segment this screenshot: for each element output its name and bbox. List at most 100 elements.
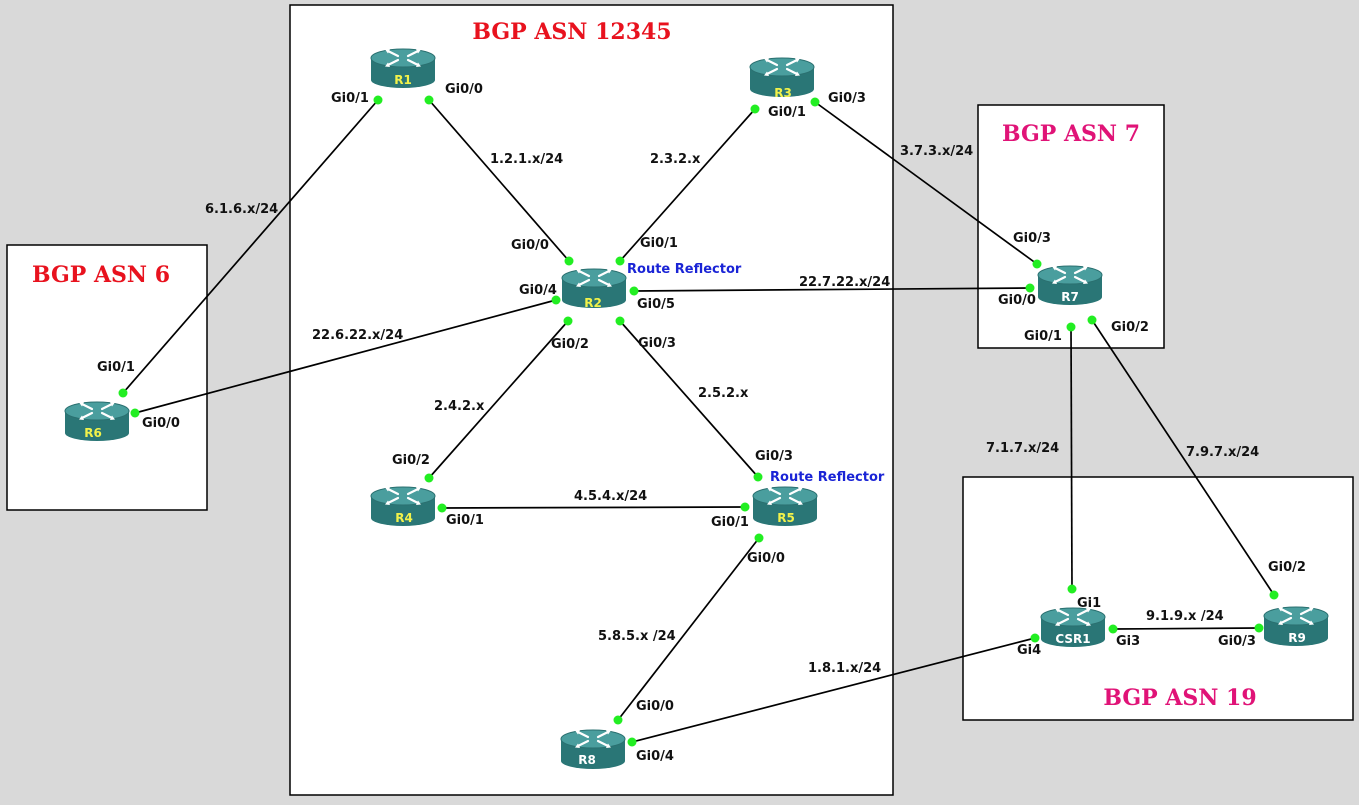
if-label-r7-gi02: Gi0/2 <box>1111 320 1149 335</box>
link-r1-r6 <box>122 99 379 394</box>
as12345-title: BGP ASN 12345 <box>472 19 671 45</box>
link-r2-r4 <box>428 320 569 479</box>
if-label-r8-gi04: Gi0/4 <box>636 749 674 764</box>
link-r4-r5 <box>441 506 746 509</box>
link-label-r2-r6: 22.6.22.x/24 <box>312 328 403 343</box>
as7-box <box>977 104 1165 349</box>
if-label-r1-gi00: Gi0/0 <box>445 82 483 97</box>
port-csr1-gi1 <box>1067 584 1077 594</box>
link-label-r3-r7: 3.7.3.x/24 <box>900 144 973 159</box>
port-r2-gi02 <box>563 316 573 326</box>
if-label-r2-gi02: Gi0/2 <box>551 337 589 352</box>
if-label-r4-gi02: Gi0/2 <box>392 453 430 468</box>
port-r3-gi01 <box>750 104 760 114</box>
if-label-r3-gi03: Gi0/3 <box>828 91 866 106</box>
link-label-r2-r4: 2.4.2.x <box>434 399 485 414</box>
router-r4-label: R4 <box>395 511 413 525</box>
router-r9-label: R9 <box>1288 631 1306 645</box>
link-label-r1-r6: 6.1.6.x/24 <box>205 202 278 217</box>
link-r7-csr1 <box>1070 326 1073 590</box>
port-r3-gi03 <box>810 97 820 107</box>
if-label-csr1-gi3: Gi3 <box>1116 634 1140 649</box>
link-r3-r7 <box>814 101 1038 265</box>
link-r5-r8 <box>617 537 760 721</box>
link-label-r4-r5: 4.5.4.x/24 <box>574 489 647 504</box>
if-label-r4-gi01: Gi0/1 <box>446 513 484 528</box>
router-r8-label: R8 <box>578 753 596 767</box>
if-label-r1-gi01: Gi0/1 <box>331 91 369 106</box>
port-r8-gi00 <box>613 715 623 725</box>
if-label-r2-gi00: Gi0/0 <box>511 238 549 253</box>
link-label-r7-r9: 7.9.7.x/24 <box>1186 445 1259 460</box>
router-csr1[interactable]: CSR1 <box>1039 606 1107 649</box>
port-csr1-gi4 <box>1030 633 1040 643</box>
if-label-r5-gi03: Gi0/3 <box>755 449 793 464</box>
port-r2-gi03 <box>615 316 625 326</box>
router-r7[interactable]: R7 <box>1036 264 1104 307</box>
link-r2-r5 <box>619 320 759 478</box>
if-label-r8-gi00: Gi0/0 <box>636 699 674 714</box>
as12345-box <box>289 4 894 796</box>
port-r2-gi01 <box>615 256 625 266</box>
router-csr1-label: CSR1 <box>1055 632 1090 646</box>
if-label-r9-gi03: Gi0/3 <box>1218 634 1256 649</box>
router-r4[interactable]: R4 <box>369 485 437 528</box>
if-label-r7-gi01: Gi0/1 <box>1024 329 1062 344</box>
link-r3-r2 <box>619 108 756 262</box>
if-label-r6-gi01: Gi0/1 <box>97 360 135 375</box>
link-r2-r6 <box>134 299 557 414</box>
link-r7-r9 <box>1091 319 1275 596</box>
router-r6-label: R6 <box>84 426 102 440</box>
router-r2[interactable]: R2 <box>560 267 628 310</box>
port-r2-gi05 <box>629 286 639 296</box>
port-r4-gi01 <box>437 503 447 513</box>
if-label-r5-gi00: Gi0/0 <box>747 551 785 566</box>
r5-route-reflector-label: Route Reflector <box>770 470 885 485</box>
as19-title: BGP ASN 19 <box>1103 685 1256 711</box>
if-label-r2-gi03: Gi0/3 <box>638 336 676 351</box>
port-r5-gi01 <box>740 502 750 512</box>
router-r7-label: R7 <box>1061 290 1079 304</box>
if-label-r2-gi05: Gi0/5 <box>637 297 675 312</box>
port-r7-gi01 <box>1066 322 1076 332</box>
if-label-csr1-gi1: Gi1 <box>1077 596 1101 611</box>
port-r1-gi00 <box>424 95 434 105</box>
router-r1[interactable]: R1 <box>369 47 437 90</box>
port-r5-gi00 <box>754 533 764 543</box>
port-r8-gi04 <box>627 737 637 747</box>
router-r8[interactable]: R8 <box>559 728 627 771</box>
link-r8-csr1 <box>631 637 1036 743</box>
as6-title: BGP ASN 6 <box>32 262 170 288</box>
router-r2-label: R2 <box>584 296 602 310</box>
link-label-r2-r3: 2.3.2.x <box>650 152 701 167</box>
as19-box <box>962 476 1354 721</box>
link-label-csr1-r9: 9.1.9.x /24 <box>1146 609 1224 624</box>
link-label-r2-r5: 2.5.2.x <box>698 386 749 401</box>
if-label-r3-gi01: Gi0/1 <box>768 105 806 120</box>
port-r4-gi02 <box>424 473 434 483</box>
port-r7-gi02 <box>1087 315 1097 325</box>
router-r5-label: R5 <box>777 511 795 525</box>
if-label-r5-gi01: Gi0/1 <box>711 515 749 530</box>
if-label-r2-gi04: Gi0/4 <box>519 283 557 298</box>
router-r5[interactable]: R5 <box>751 485 819 528</box>
router-r6[interactable]: R6 <box>63 400 131 443</box>
port-r9-gi02 <box>1269 590 1279 600</box>
port-r6-gi00 <box>130 408 140 418</box>
link-label-r5-r8: 5.8.5.x /24 <box>598 629 676 644</box>
if-label-r7-gi00: Gi0/0 <box>998 293 1036 308</box>
link-label-r8-csr1: 1.8.1.x/24 <box>808 661 881 676</box>
router-r1-label: R1 <box>394 73 412 87</box>
port-r2-gi04 <box>551 295 561 305</box>
if-label-csr1-gi4: Gi4 <box>1017 643 1041 658</box>
router-r3-label: R3 <box>774 86 792 100</box>
link-r2-r7 <box>633 287 1031 292</box>
port-csr1-gi3 <box>1108 624 1118 634</box>
as7-title: BGP ASN 7 <box>1002 121 1140 147</box>
link-label-r2-r7: 22.7.22.x/24 <box>799 275 890 290</box>
if-label-r6-gi00: Gi0/0 <box>142 416 180 431</box>
router-r3[interactable]: R3 <box>748 56 816 100</box>
router-r9[interactable]: R9 <box>1262 605 1330 648</box>
link-label-r1-r2: 1.2.1.x/24 <box>490 152 563 167</box>
